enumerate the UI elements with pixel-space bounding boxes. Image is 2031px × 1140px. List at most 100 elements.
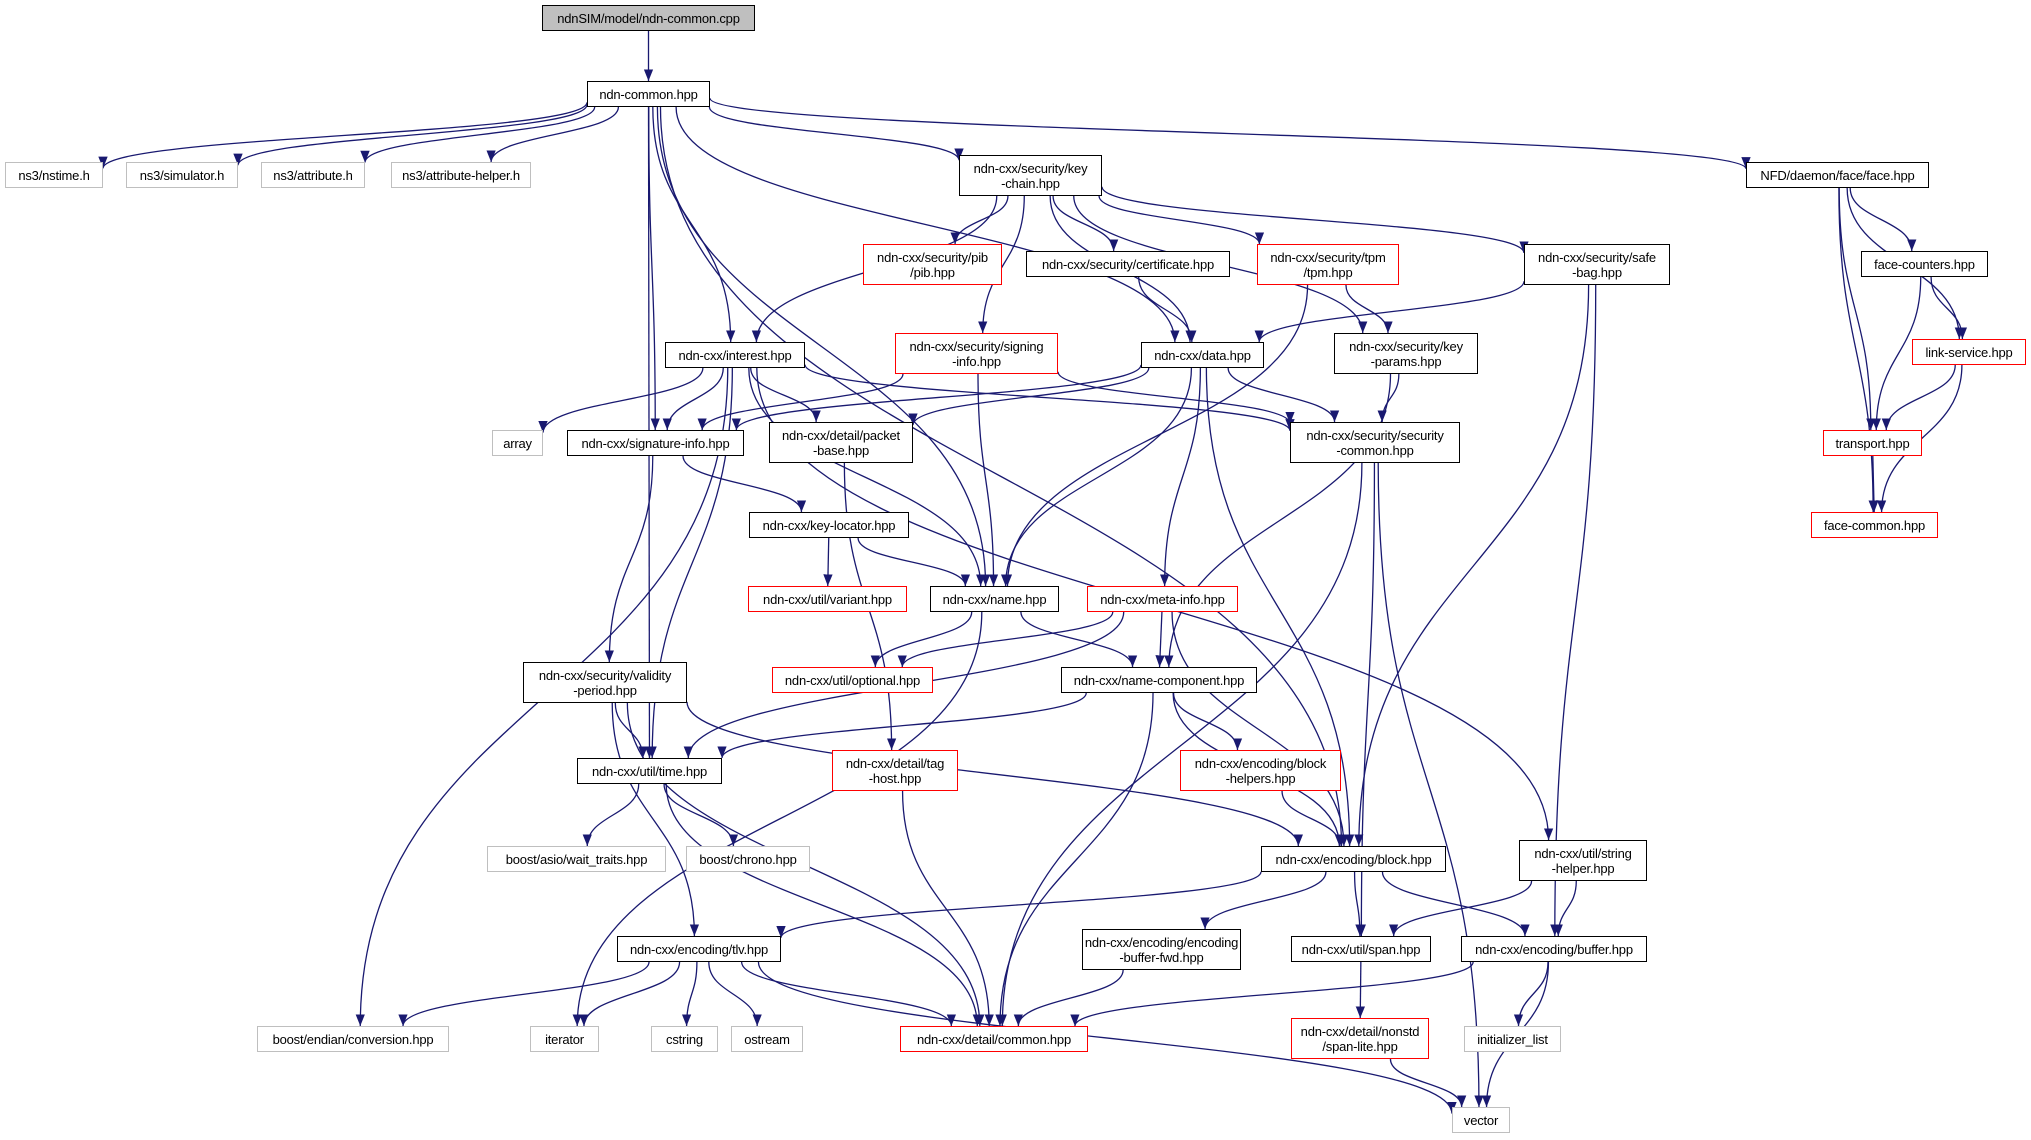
node-signature-info[interactable]: ndn-cxx/signature-info.hpp [567,430,744,456]
node-security-pib[interactable]: ndn-cxx/security/pib /pib.hpp [863,244,1002,285]
edge-interest-to-security-common [804,364,1295,432]
edge-span-to-span-lite [1355,961,1366,1019]
edge-key-params-to-security-common [1377,373,1400,423]
edge-validity-period-to-time [614,702,648,759]
node-nfd-face[interactable]: NFD/daemon/face/face.hpp [1746,162,1929,188]
edge-tlv-to-ostream [708,961,762,1027]
edge-ndn-common-to-attribute-helper [486,106,620,163]
edge-block-helpers-to-block [1281,790,1345,847]
edge-name-to-optional [870,611,973,668]
node-vector: vector [1452,1107,1510,1133]
node-util-optional[interactable]: ndn-cxx/util/optional.hpp [772,667,933,693]
node-security-signing-info[interactable]: ndn-cxx/security/signing -info.hpp [895,333,1058,374]
edge-buffer-to-detail-common [1070,961,1474,1027]
edge-data-to-security-common [1227,367,1340,423]
edge-encoding-buffer-fwd-to-detail-common [1013,969,1124,1027]
node-util-span[interactable]: ndn-cxx/util/span.hpp [1291,936,1431,962]
edge-name-component-to-detail-common [995,692,1154,1027]
edge-data-to-block [1205,367,1355,847]
node-detail-common[interactable]: ndn-cxx/detail/common.hpp [900,1026,1088,1052]
node-ns3-attribute: ns3/attribute.h [261,162,365,188]
edge-ndn-common-to-block [659,106,1347,847]
edge-string-helper-to-span [1388,880,1533,937]
node-ndn-common-hpp[interactable]: ndn-common.hpp [587,81,710,107]
edge-ndn-common-to-nstime [98,102,588,169]
edge-span-lite-to-vector [1389,1058,1467,1108]
node-cstring: cstring [651,1026,718,1052]
node-meta-info[interactable]: ndn-cxx/meta-info.hpp [1087,586,1238,612]
node-detail-tag-host[interactable]: ndn-cxx/detail/tag -host.hpp [832,750,958,791]
edge-ndn-common-to-simulator [233,104,588,166]
edge-data-to-packet-base [908,367,1150,426]
node-util-string-helper[interactable]: ndn-cxx/util/string -helper.hpp [1519,840,1647,881]
edge-ndn-common-to-face [709,97,1751,170]
edge-validity-period-to-block [686,701,1303,847]
edge-data-to-name [1000,367,1193,587]
edge-tlv-to-cstring [681,961,698,1027]
node-link-service[interactable]: link-service.hpp [1912,339,2026,365]
edge-signature-info-to-key-locator [682,455,807,513]
node-security-key-params[interactable]: ndn-cxx/security/key -params.hpp [1334,333,1478,374]
edge-time-to-wait-traits [582,783,640,847]
edge-name-component-to-time [717,692,1087,759]
edge-face-counters-to-transport [1871,276,1922,431]
node-name[interactable]: ndn-cxx/name.hpp [930,586,1059,612]
node-transport[interactable]: transport.hpp [1823,430,1922,456]
edge-time-to-detail-common [665,783,982,1027]
node-face-common[interactable]: face-common.hpp [1811,512,1938,538]
node-face-counters[interactable]: face-counters.hpp [1861,251,1988,277]
node-detail-nonstd-span-lite[interactable]: ndn-cxx/detail/nonstd /span-lite.hpp [1291,1018,1429,1059]
node-encoding-tlv[interactable]: ndn-cxx/encoding/tlv.hpp [617,936,781,962]
edge-block-to-tlv [776,871,1262,938]
edge-key-chain-to-certificate [1052,195,1119,252]
node-ns3-attribute-helper: ns3/attribute-helper.h [391,162,531,188]
node-util-variant[interactable]: ndn-cxx/util/variant.hpp [748,586,907,612]
node-ostream: ostream [731,1026,803,1052]
node-key-chain[interactable]: ndn-cxx/security/key -chain.hpp [959,155,1102,196]
edge-security-common-to-vector [1377,462,1484,1108]
node-detail-packet-base[interactable]: ndn-cxx/detail/packet -base.hpp [769,422,913,463]
node-security-validity-period[interactable]: ndn-cxx/security/validity -period.hpp [523,662,687,703]
edge-ndn-common-to-key-chain [708,106,964,161]
edge-safe-bag-to-data [1254,281,1525,343]
edge-string-helper-to-buffer [1553,880,1577,937]
edge-tlv-to-conversion [398,961,650,1027]
edge-ndn-common-to-attribute [360,106,596,163]
node-root-ndn-common-cpp[interactable]: ndnSIM/model/ndn-common.cpp [542,5,755,31]
edge-ndn-common-to-interest [652,106,736,343]
edge-key-params-to-name-component [1164,373,1392,668]
node-encoding-buffer-fwd[interactable]: ndn-cxx/encoding/encoding -buffer-fwd.hp… [1082,929,1241,970]
node-encoding-block-helpers[interactable]: ndn-cxx/encoding/block -helpers.hpp [1180,750,1341,791]
edge-tpm-to-name [1002,284,1309,587]
node-boost-endian-conversion: boost/endian/conversion.hpp [257,1026,449,1052]
node-data[interactable]: ndn-cxx/data.hpp [1141,342,1264,368]
edge-tpm-to-key-params [1345,284,1393,334]
node-security-safe-bag[interactable]: ndn-cxx/security/safe -bag.hpp [1524,244,1670,285]
edge-safe-bag-to-buffer [1550,284,1597,937]
node-security-tpm[interactable]: ndn-cxx/security/tpm /tpm.hpp [1257,244,1399,285]
node-util-time[interactable]: ndn-cxx/util/time.hpp [577,758,722,784]
edge-key-locator-to-name [857,537,971,587]
node-name-component[interactable]: ndn-cxx/name-component.hpp [1061,667,1257,693]
node-key-locator[interactable]: ndn-cxx/key-locator.hpp [749,512,909,538]
node-boost-asio-wait-traits: boost/asio/wait_traits.hpp [487,846,666,872]
node-interest[interactable]: ndn-cxx/interest.hpp [665,342,805,368]
node-encoding-buffer[interactable]: ndn-cxx/encoding/buffer.hpp [1461,936,1647,962]
node-boost-chrono: boost/chrono.hpp [686,846,810,872]
edge-name-component-to-block-helpers [1172,692,1243,751]
edge-tlv-to-detail-common [740,961,956,1027]
edge-data-to-meta-info [1159,367,1202,587]
edge-signing-info-to-security-common [1057,371,1295,424]
node-security-security-common[interactable]: ndn-cxx/security/security -common.hpp [1290,422,1460,463]
edge-signing-info-to-signature-info [697,373,904,431]
node-iterator: iterator [530,1026,599,1052]
edge-block-to-encoding-buffer-fwd [1200,871,1327,930]
node-security-certificate[interactable]: ndn-cxx/security/certificate.hpp [1026,251,1230,277]
edge-tlv-to-iterator [579,961,681,1027]
edge-block-to-buffer [1381,871,1530,937]
edge-signature-info-to-validity-period [604,455,654,663]
edge-tlv-to-vector [757,961,1457,1114]
node-encoding-block[interactable]: ndn-cxx/encoding/block.hpp [1261,846,1446,872]
